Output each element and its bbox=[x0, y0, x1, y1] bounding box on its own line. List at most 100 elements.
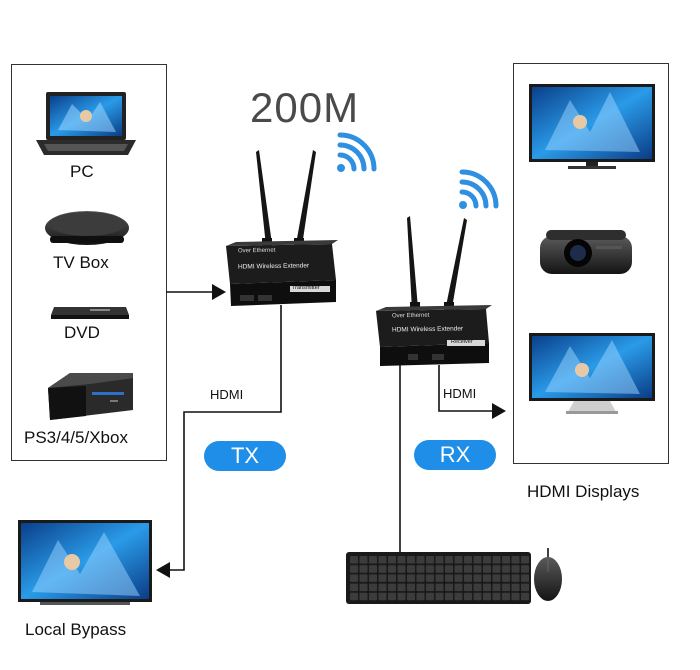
keyboard-key bbox=[350, 574, 358, 582]
keyboard-key bbox=[464, 556, 472, 564]
keyboard-key bbox=[407, 565, 415, 573]
keyboard-key bbox=[512, 574, 520, 582]
keyboard-key bbox=[464, 565, 472, 573]
keyboard-key bbox=[417, 574, 425, 582]
display-tv-icon-1 bbox=[529, 84, 655, 169]
rx-badge: RX bbox=[414, 440, 496, 470]
keyboard-key bbox=[369, 584, 377, 592]
keyboard-key bbox=[436, 584, 444, 592]
keyboard-key bbox=[426, 556, 434, 564]
keyboard-key bbox=[455, 584, 463, 592]
keyboard-key bbox=[407, 574, 415, 582]
keyboard-key bbox=[369, 593, 377, 601]
keyboard-key bbox=[521, 574, 529, 582]
rx-device-top-text: Over Ethernet bbox=[392, 313, 429, 320]
keyboard-key bbox=[455, 556, 463, 564]
keyboard-key bbox=[445, 574, 453, 582]
keyboard-key bbox=[483, 574, 491, 582]
local-bypass-tv-icon bbox=[18, 520, 152, 605]
keyboard-key bbox=[493, 593, 501, 601]
keyboard-key bbox=[379, 565, 387, 573]
mouse-icon bbox=[534, 557, 562, 601]
keyboard-key bbox=[512, 584, 520, 592]
rx-device-tag: Receiver bbox=[451, 339, 473, 345]
keyboard-key bbox=[388, 574, 396, 582]
keyboard-key bbox=[350, 584, 358, 592]
keyboard-key bbox=[455, 593, 463, 601]
projector-icon bbox=[540, 230, 632, 274]
tx-device-name: HDMI Wireless Extender bbox=[238, 262, 309, 270]
keyboard-key bbox=[398, 584, 406, 592]
transmitter-device bbox=[226, 150, 338, 306]
keyboard-key bbox=[521, 556, 529, 564]
keyboard-key bbox=[455, 565, 463, 573]
keyboard-key bbox=[474, 593, 482, 601]
keyboard-key bbox=[483, 565, 491, 573]
keyboard-key bbox=[350, 565, 358, 573]
keyboard-key bbox=[455, 574, 463, 582]
source-label-pc: PC bbox=[70, 162, 94, 182]
dvd-player-icon bbox=[51, 307, 129, 319]
keyboard-key bbox=[360, 584, 368, 592]
keyboard-key bbox=[407, 556, 415, 564]
keyboard-key bbox=[436, 574, 444, 582]
keyboard-key bbox=[398, 593, 406, 601]
tx-badge: TX bbox=[204, 441, 286, 471]
keyboard-key bbox=[398, 574, 406, 582]
keyboard-key bbox=[502, 556, 510, 564]
source-label-tv-box: TV Box bbox=[53, 253, 109, 273]
source-label-dvd: DVD bbox=[64, 323, 100, 343]
keyboard-key bbox=[350, 556, 358, 564]
keyboard-key bbox=[493, 574, 501, 582]
arrow-into-bypass bbox=[156, 562, 170, 578]
tv-box-icon bbox=[45, 211, 129, 245]
keyboard-icon bbox=[346, 552, 531, 604]
keyboard-key bbox=[417, 593, 425, 601]
receiver-device bbox=[376, 216, 492, 366]
arrow-into-displays bbox=[492, 403, 506, 419]
keyboard-key bbox=[502, 593, 510, 601]
keyboard-key bbox=[350, 593, 358, 601]
laptop-icon bbox=[36, 92, 136, 155]
keyboard-key bbox=[360, 556, 368, 564]
keyboard-key bbox=[388, 565, 396, 573]
keyboard-key bbox=[521, 565, 529, 573]
keyboard-key bbox=[512, 565, 520, 573]
keyboard-key bbox=[483, 556, 491, 564]
keyboard-key bbox=[474, 574, 482, 582]
keyboard-key bbox=[379, 584, 387, 592]
keyboard-key bbox=[426, 574, 434, 582]
keyboard-key bbox=[445, 556, 453, 564]
keyboard-key bbox=[388, 584, 396, 592]
tx-hdmi-label: HDMI bbox=[210, 387, 243, 402]
keyboard-key bbox=[426, 565, 434, 573]
keyboard-key bbox=[360, 593, 368, 601]
keyboard-key bbox=[493, 565, 501, 573]
rx-device-name: HDMI Wireless Extender bbox=[392, 325, 463, 333]
keyboard-key bbox=[483, 584, 491, 592]
display-tv-icon-2 bbox=[529, 333, 655, 414]
keyboard-key bbox=[417, 584, 425, 592]
keyboard-key bbox=[407, 593, 415, 601]
wifi-icon-rx bbox=[459, 172, 496, 209]
keyboard-key bbox=[474, 565, 482, 573]
keyboard-key bbox=[445, 584, 453, 592]
keyboard-key bbox=[474, 584, 482, 592]
source-label-console: PS3/4/5/Xbox bbox=[24, 428, 128, 448]
keyboard-key bbox=[417, 565, 425, 573]
keyboard-key bbox=[483, 593, 491, 601]
keyboard-key bbox=[426, 584, 434, 592]
keyboard-key bbox=[407, 584, 415, 592]
keyboard-key bbox=[369, 556, 377, 564]
keyboard-key bbox=[512, 556, 520, 564]
keyboard-key bbox=[417, 556, 425, 564]
tx-device-tag: Transmitter bbox=[292, 285, 320, 291]
keyboard-key bbox=[474, 556, 482, 564]
keyboard-key bbox=[398, 565, 406, 573]
keyboard-key bbox=[369, 574, 377, 582]
keyboard-key bbox=[388, 556, 396, 564]
keyboard-key bbox=[360, 565, 368, 573]
keyboard-key bbox=[521, 593, 529, 601]
keyboard-key bbox=[502, 584, 510, 592]
